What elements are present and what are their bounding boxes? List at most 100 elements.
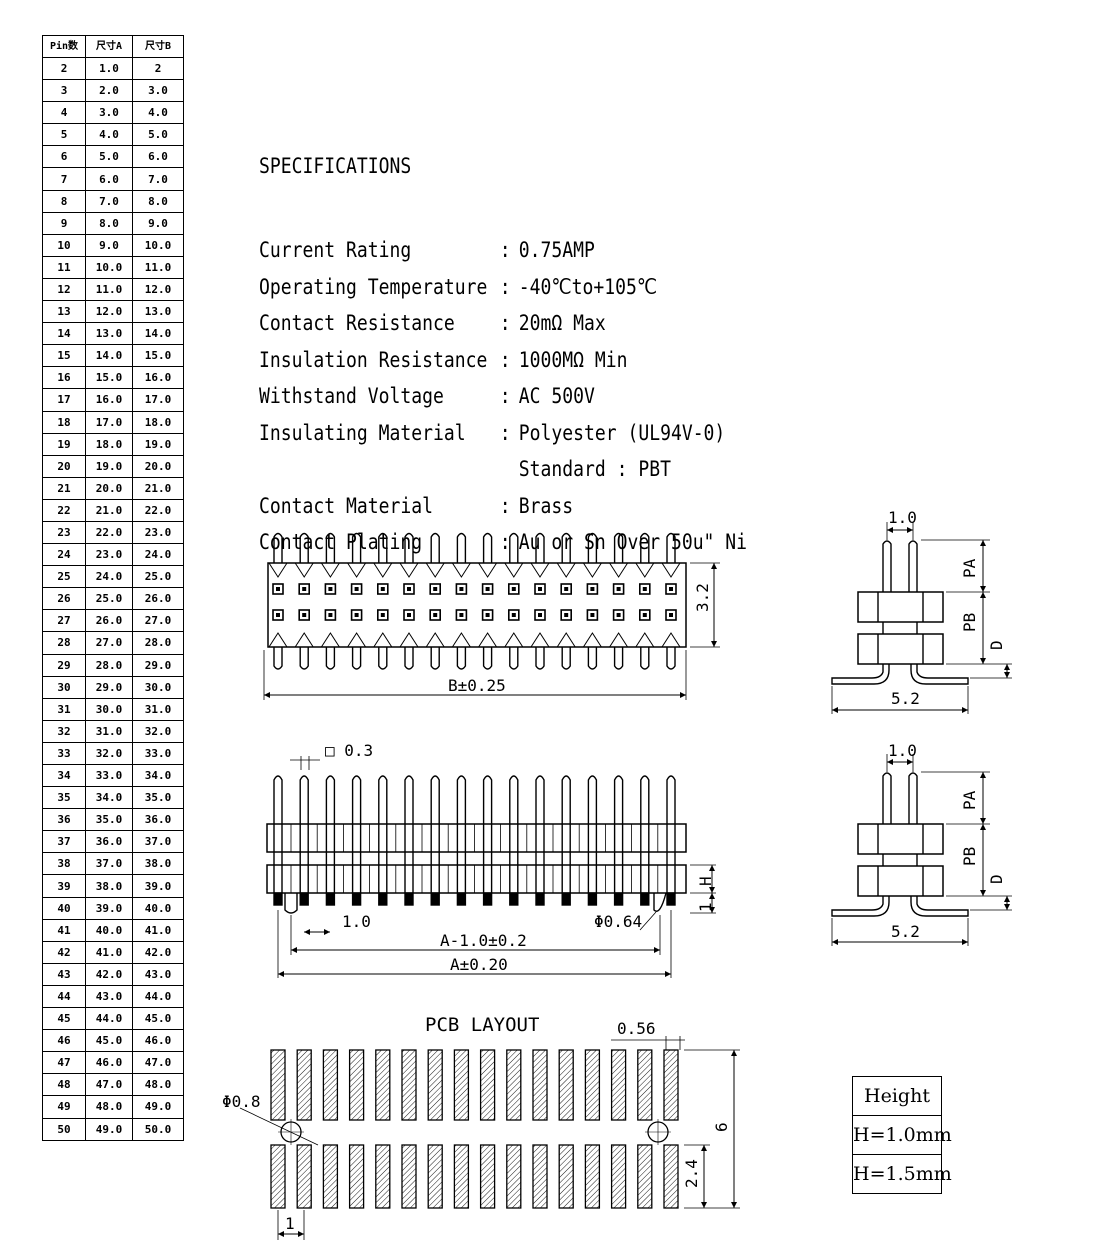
dimension-a-cell: 26.0: [85, 609, 133, 633]
pcb-pad-top: [322, 1049, 339, 1121]
body-notch: [609, 562, 629, 578]
contact-dot: [616, 587, 621, 591]
height-option-1: H=1.0mm: [853, 1115, 952, 1154]
pin-count-cell: 38: [42, 852, 86, 876]
front-pin: [666, 775, 676, 893]
contact-dot: [276, 587, 280, 591]
lower-insulator: [266, 864, 687, 894]
pin-count-cell: 50: [42, 1117, 86, 1141]
front-a-label: A±0.20: [450, 955, 508, 974]
spec-colon: :: [499, 311, 511, 335]
dimension-b-cell: 33.0: [132, 741, 184, 766]
dimension-a-cell: 39.0: [85, 896, 133, 920]
contact-dot: [380, 613, 385, 617]
contact-square: [507, 609, 520, 621]
spec-label: Withstand Voltage: [259, 384, 444, 408]
dimension-a-cell: 32.0: [85, 741, 133, 766]
dimension-b-cell: 41.0: [132, 918, 184, 942]
top-pin: [430, 532, 440, 563]
dimension-a-cell: 45.0: [85, 1029, 133, 1053]
pcb-pad-bottom: [558, 1144, 574, 1209]
bottom-pin: [325, 647, 336, 670]
pin-count-cell: 46: [42, 1029, 86, 1053]
side-pin-left: [882, 540, 892, 572]
leader-line: [239, 1107, 319, 1146]
side-view-smt-1: [831, 522, 1012, 714]
pcb-pad-bottom: [637, 1144, 653, 1209]
spec-row: Contact Material:Brass: [259, 488, 573, 525]
body-notch: [347, 562, 367, 578]
contact-dot: [328, 587, 333, 591]
pcb-hole-label: Φ0.8: [222, 1092, 261, 1111]
dimension-b-cell: 11.0: [132, 255, 184, 279]
contact-dot: [669, 587, 673, 591]
body-notch: [451, 562, 471, 578]
front-pin: [587, 775, 598, 893]
dimension-a-cell: 30.0: [85, 697, 133, 721]
height-header: Height: [864, 1085, 930, 1107]
smt-leg-left: [831, 896, 890, 917]
dimension-b-cell: 29.0: [132, 653, 184, 677]
pin-tail: [430, 892, 440, 906]
body-notch: [294, 632, 314, 648]
dimension-a-cell: 23.0: [85, 543, 133, 567]
dimension-b-cell: 12.0: [132, 277, 184, 302]
side-pa-label-2: PA: [960, 790, 979, 810]
contact-square: [455, 583, 468, 595]
dimension-b-cell: 26.0: [132, 587, 184, 611]
contact-square: [481, 609, 494, 621]
contact-dot: [538, 613, 542, 617]
pcb-pad-top: [453, 1049, 470, 1121]
contact-square: [298, 583, 311, 595]
spec-value: 0.75AMP: [518, 238, 595, 262]
contact-square: [272, 609, 284, 621]
smt-leg-left: [831, 664, 890, 685]
front-pin: [299, 775, 309, 893]
contact-square: [481, 583, 494, 595]
pcb-pad-top: [610, 1049, 627, 1121]
pin-count-cell: 28: [42, 631, 86, 655]
contact-dot: [511, 587, 516, 591]
pcb-pitch-label: 1: [285, 1214, 295, 1233]
body-notch: [478, 562, 498, 578]
pcb-pad-top: [558, 1049, 574, 1121]
contact-square: [324, 609, 337, 621]
pcb-pad-bottom: [453, 1144, 470, 1209]
bottom-pin: [587, 647, 598, 670]
front-pin: [351, 775, 362, 893]
body-notch: [425, 632, 445, 648]
pcb-pad-top: [663, 1049, 679, 1121]
pcb-pad-top: [375, 1049, 391, 1121]
dimension-b-cell: 49.0: [132, 1095, 184, 1119]
dimension-a-cell: 25.0: [85, 587, 133, 611]
bottom-pin: [509, 647, 519, 670]
body-notch: [347, 632, 367, 648]
contact-dot: [302, 613, 307, 617]
pcb-pad-bottom: [663, 1144, 679, 1209]
spec-row: Contact Resistance:20mΩ Max: [259, 305, 606, 342]
bottom-pin: [666, 647, 676, 670]
top-pin: [561, 532, 571, 563]
contact-square: [376, 583, 389, 595]
front-view-drawing: [266, 756, 716, 978]
contact-dot: [485, 587, 490, 591]
side-pin-right: [908, 772, 918, 804]
spec-label: Current Rating: [259, 238, 412, 262]
top-width-label: B±0.25: [448, 676, 506, 695]
contact-dot: [433, 587, 438, 591]
pcb-pad-top: [637, 1049, 653, 1121]
